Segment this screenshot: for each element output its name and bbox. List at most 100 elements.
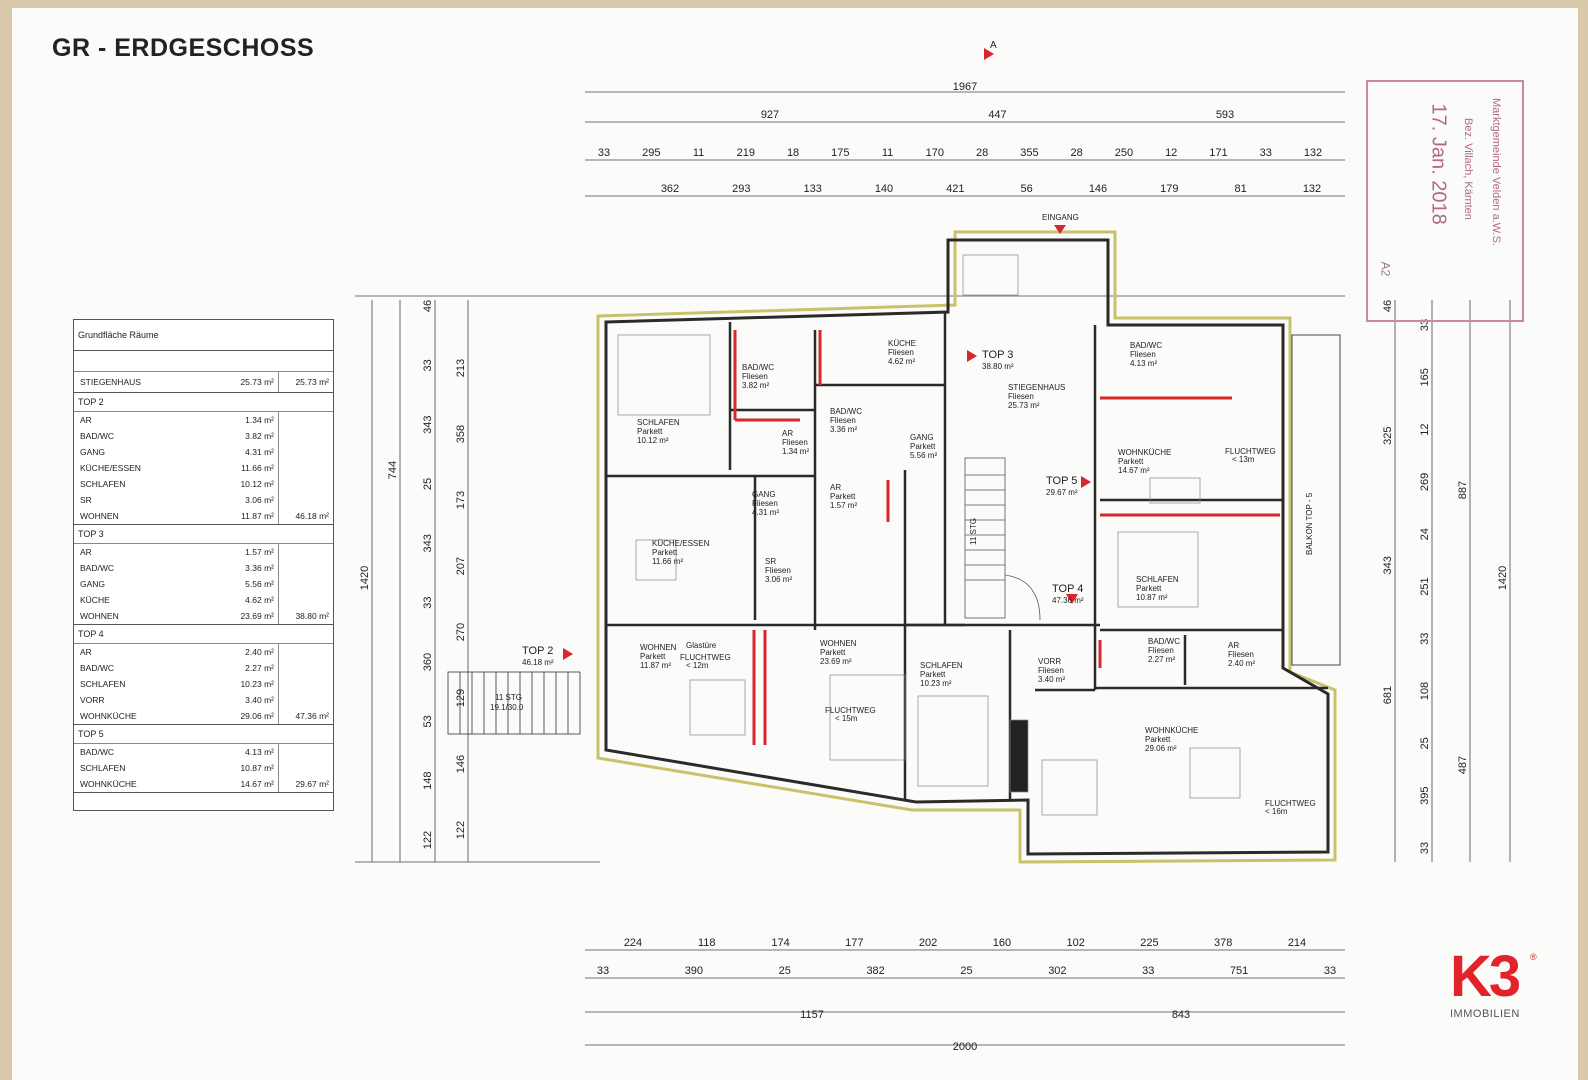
dimension-label: 33 <box>422 359 434 371</box>
row-area: 10.12 m² <box>190 476 279 492</box>
dimension-label: 132 <box>1303 183 1321 195</box>
dimension-label: 148 <box>422 771 434 789</box>
room-floor: Parkett <box>830 492 856 501</box>
room-name: AR <box>782 429 793 438</box>
unit-label: TOP 3 <box>982 349 1013 361</box>
row-name: GANG <box>80 579 106 589</box>
row-total: 46.18 m² <box>295 511 329 521</box>
row-name: WOHNKÜCHE <box>80 779 137 789</box>
dimension-label: 165 <box>1419 368 1431 386</box>
dimension-label: 202 <box>919 937 937 949</box>
group-heading: TOP 4 <box>74 625 333 644</box>
row-area: 11.87 m² <box>190 508 279 524</box>
unit-label: TOP 2 <box>522 645 553 657</box>
dimension-label: 390 <box>685 965 703 977</box>
room-floor: Fliesen <box>1228 650 1254 659</box>
room-floor: Parkett <box>910 442 936 451</box>
room-floor: Fliesen <box>752 499 778 508</box>
row-area: 4.31 m² <box>190 444 279 460</box>
dimension-label: 177 <box>845 937 863 949</box>
dimension-label: 360 <box>422 653 434 671</box>
room-floor: Parkett <box>640 652 666 661</box>
room-area: 10.12 m² <box>637 436 669 445</box>
dimension-label: 1420 <box>359 566 371 590</box>
row-area: 5.56 m² <box>190 576 279 592</box>
row-area: 3.82 m² <box>190 428 279 444</box>
room-area: 10.23 m² <box>920 679 952 688</box>
dimension-label: 33 <box>1142 965 1154 977</box>
room-name: SR <box>765 557 776 566</box>
unit-labels: TOP 2 46.18 m² TOP 3 38.80 m² TOP 4 47.3… <box>522 349 1084 667</box>
dimension-label: 33 <box>1419 842 1431 854</box>
dimension-label: 146 <box>1089 183 1107 195</box>
row-name: VORR <box>80 695 105 705</box>
dimension-label: 295 <box>642 147 660 159</box>
dimension-label: 421 <box>946 183 964 195</box>
escape-route-length: < 16m <box>1265 807 1288 816</box>
dimension-label: 343 <box>422 534 434 552</box>
dimension-label: 118 <box>698 937 716 949</box>
stamp-date: 17. Jan. 2018 <box>1427 103 1450 225</box>
fire-walls <box>733 330 1280 745</box>
dimension-label: 175 <box>831 147 849 159</box>
room-area: 29.06 m² <box>1145 744 1177 753</box>
page-title: GR - ERDGESCHOSS <box>52 34 315 62</box>
escape-route-note: FLUCHTWEG <box>825 706 876 715</box>
dimension-label: 744 <box>387 461 399 479</box>
row-area: 29.06 m² <box>190 708 279 724</box>
dimension-label: 250 <box>1115 147 1133 159</box>
entrance-note: EINGANG <box>1042 213 1079 222</box>
row-area: 1.34 m² <box>190 412 279 428</box>
room-area: 4.31 m² <box>752 508 779 517</box>
unit-area: 47.36 m² <box>1052 596 1084 605</box>
balcony-outline <box>1291 334 1341 666</box>
dimension-label: 25 <box>779 965 791 977</box>
room-name: WOHNKÜCHE <box>1145 726 1198 735</box>
dimension-label: 1967 <box>953 81 977 93</box>
room-area: 10.87 m² <box>1136 593 1168 602</box>
room-name: BAD/WC <box>1148 637 1180 646</box>
row-name: SCHLAFEN <box>80 763 126 773</box>
row-total: 29.67 m² <box>295 779 329 789</box>
dimension-label: 487 <box>1457 756 1469 774</box>
dimension-label: 33 <box>1260 147 1272 159</box>
dimension-label: 251 <box>1419 577 1431 595</box>
dimension-label: 378 <box>1214 937 1232 949</box>
dimension-label: 358 <box>455 425 467 443</box>
dimension-label: 593 <box>1216 109 1234 121</box>
dimension-label: 269 <box>1419 473 1431 491</box>
building-outline <box>596 230 1337 864</box>
room-area: 11.87 m² <box>640 661 671 670</box>
section-marker <box>984 48 994 60</box>
table-row: STIEGENHAUS 25.73 m² 25.73 m² <box>74 371 333 393</box>
unit-area: 46.18 m² <box>522 658 554 667</box>
room-area: 3.40 m² <box>1038 675 1065 684</box>
dimension-label: 343 <box>1382 556 1394 574</box>
dimension-label: 362 <box>661 183 679 195</box>
room-name: BAD/WC <box>1130 341 1162 350</box>
room-name: AR <box>1228 641 1239 650</box>
row-area: 2.40 m² <box>190 644 279 660</box>
interior-walls <box>605 312 1328 800</box>
row-name: SR <box>80 495 92 505</box>
unit-label: TOP 4 <box>1052 583 1083 595</box>
row-name: GANG <box>80 447 106 457</box>
dimension-label: 751 <box>1230 965 1248 977</box>
row-area: 23.69 m² <box>190 608 279 624</box>
stamp-district: Bez. Villach, Kärnten <box>1462 118 1474 220</box>
top4-marker <box>1066 594 1078 604</box>
dimension-label: 33 <box>598 147 610 159</box>
room-name: SCHLAFEN <box>637 418 680 427</box>
unit-area: 38.80 m² <box>982 362 1014 371</box>
dimension-label: 170 <box>926 147 944 159</box>
dimension-label: 132 <box>1304 147 1322 159</box>
